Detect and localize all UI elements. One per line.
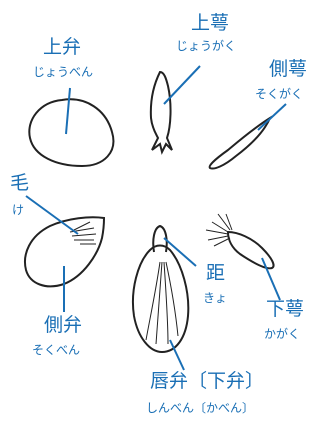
lateral-sepal-shape [208, 115, 273, 170]
leader-lower-sepal [261, 257, 281, 301]
label-upper-petal: 上弁 [43, 36, 82, 58]
reading-lateral-sepal: そくがく [255, 87, 304, 101]
reading-upper-sepal: じょうがく [176, 39, 237, 53]
lateral-petal-shape [24, 216, 106, 288]
label-lower-sepal: 下萼 [266, 298, 305, 320]
label-lateral-petal: 側弁 [44, 314, 83, 336]
label-lateral-sepal: 側萼 [269, 58, 308, 80]
reading-lower-sepal: かがく [264, 327, 301, 341]
leader-lateral-sepal [257, 103, 287, 131]
lower-sepal-fringe [205, 213, 233, 247]
reading-lateral-petal: そくべん [32, 343, 81, 357]
reading-spur: きょ [203, 291, 228, 305]
leader-hair [25, 195, 79, 235]
lower-sepal-shape [226, 230, 275, 270]
leader-upper-petal [65, 87, 71, 135]
label-lip-petal: 唇弁〔下弁〕 [150, 370, 265, 392]
leader-upper-sepal [163, 65, 201, 105]
reading-lip-petal: しんべん〔かべん〕 [146, 401, 255, 415]
reading-hair: け [12, 203, 25, 217]
label-hair: 毛 [10, 172, 30, 194]
spur-shape [152, 224, 168, 253]
leader-spur [163, 237, 197, 267]
leader-lip-petal [169, 339, 185, 371]
upper-sepal-shape [149, 70, 173, 155]
label-upper-sepal: 上萼 [191, 12, 230, 34]
lip-petal-veins [145, 261, 179, 345]
reading-upper-petal: じょうべん [33, 65, 94, 79]
hair-tuft [69, 221, 97, 245]
lip-petal-shape [132, 244, 190, 354]
upper-petal-shape [28, 98, 115, 168]
label-spur: 距 [206, 262, 226, 284]
